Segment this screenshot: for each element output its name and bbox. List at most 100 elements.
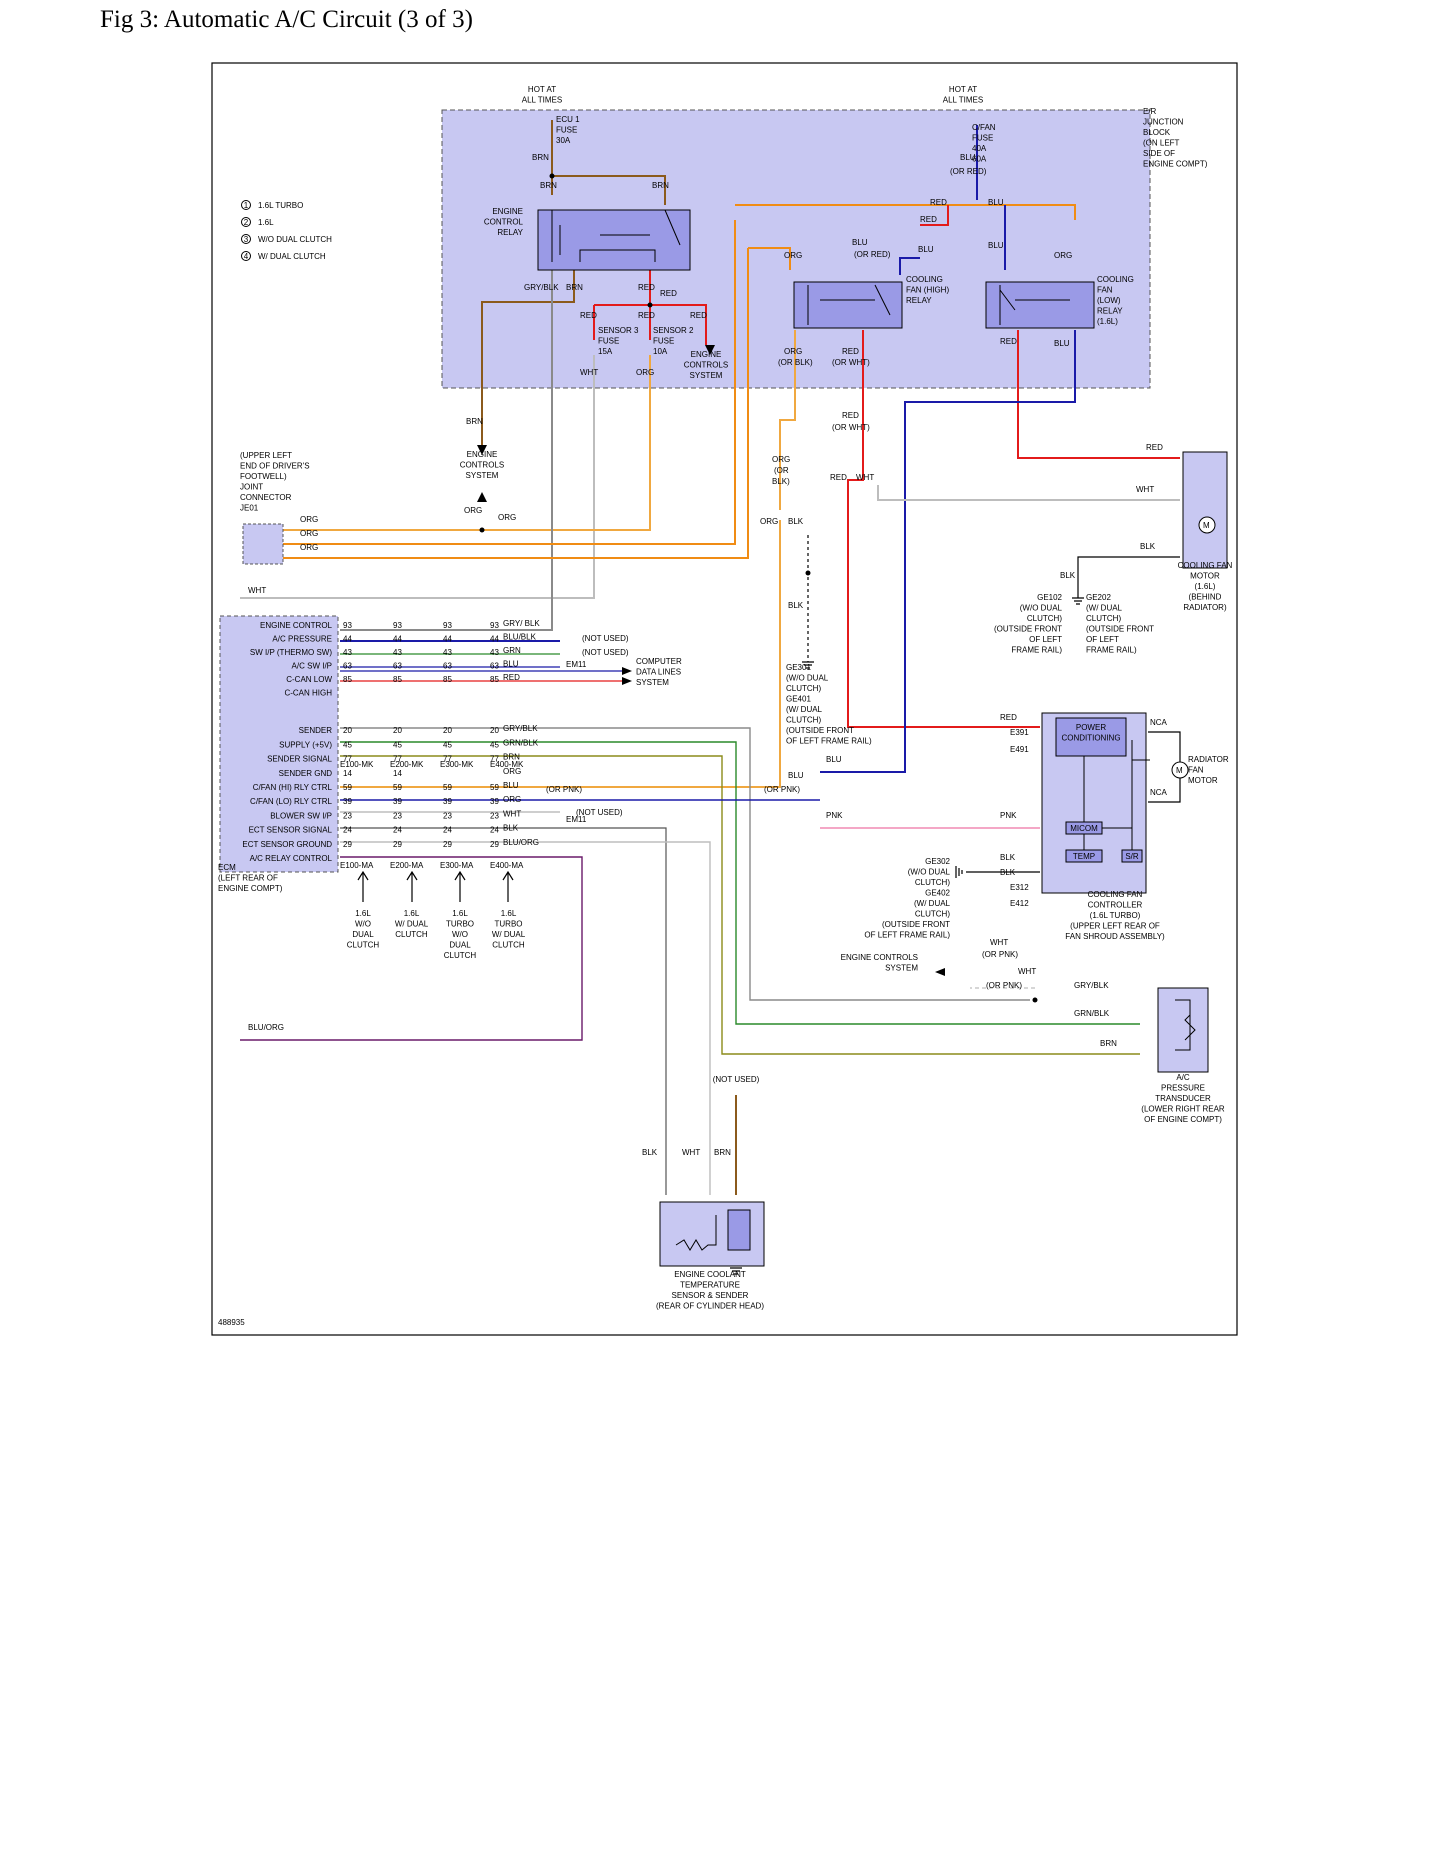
ecm-pin-number: 23 bbox=[490, 811, 499, 820]
wire-color-label: (OR PNK) bbox=[764, 785, 800, 794]
legend-number: 3 bbox=[244, 235, 249, 244]
wire-color-label: (OR bbox=[774, 466, 789, 475]
wire-color-label: RED bbox=[1000, 337, 1017, 346]
ect-sensor-label: (REAR OF CYLINDER HEAD) bbox=[656, 1302, 764, 1311]
ground-ge301-label: CLUTCH) bbox=[786, 716, 821, 725]
radiator-fan-motor-label: FAN bbox=[1188, 766, 1204, 775]
radiator-fan-motor-label: MOTOR bbox=[1188, 776, 1218, 785]
wire-color-label: WHT bbox=[1018, 967, 1036, 976]
ecm-variant-label: W/O bbox=[355, 920, 371, 929]
ecm-wire-color: BLU/ORG bbox=[503, 838, 539, 847]
wire-color-label: RED bbox=[638, 311, 655, 320]
ecm-pin-number: 39 bbox=[343, 797, 352, 806]
cooling-fan-high-relay-label: RELAY bbox=[906, 296, 932, 305]
ground-ge202-label: OF LEFT bbox=[1086, 635, 1119, 644]
legend-number-circle bbox=[241, 251, 251, 261]
computer-data-lines-label: COMPUTER bbox=[636, 657, 682, 666]
em11-label: EM11 bbox=[566, 660, 587, 669]
ecm-pin-number: 23 bbox=[443, 811, 452, 820]
hot-at-all-times-label: ALL TIMES bbox=[943, 96, 983, 105]
ecm-pin-number: 85 bbox=[443, 675, 452, 684]
wire-org-high-relay bbox=[278, 220, 736, 545]
ground-ge302-label: (W/O DUAL bbox=[908, 868, 951, 877]
wire-brn-to-ecs bbox=[481, 270, 575, 445]
wire-color-label: ORG bbox=[464, 506, 482, 515]
ecm-pin-number: 29 bbox=[393, 840, 402, 849]
cdl-arrow-1 bbox=[622, 667, 632, 675]
ecm-pin-name: BLOWER SW I/P bbox=[270, 811, 332, 820]
junction-block-label: SIDE OF bbox=[1143, 149, 1175, 158]
radiator-fan-wires bbox=[1148, 731, 1181, 803]
wire-color-label: BRN bbox=[1100, 1039, 1117, 1048]
splice-dots bbox=[479, 173, 1038, 1003]
sensor3-fuse-label: SENSOR 3 bbox=[598, 326, 639, 335]
ecm-label: ECM bbox=[218, 863, 236, 872]
connector-e412: E412 bbox=[1010, 899, 1029, 908]
nca-label: NCA bbox=[1150, 718, 1168, 727]
wire-color-label: RED bbox=[1000, 713, 1017, 722]
ecm-variant-label: TURBO bbox=[446, 920, 474, 929]
ecm-pin-number: 59 bbox=[393, 783, 402, 792]
cooling-fan-low-relay bbox=[985, 281, 1095, 329]
ecm-pin-name: C/FAN (HI) RLY CTRL bbox=[253, 783, 333, 792]
ecm-wire-color: BLK bbox=[503, 824, 519, 833]
ecm-pin-number: 39 bbox=[393, 797, 402, 806]
ecm-variant-label: CLUTCH bbox=[444, 951, 477, 960]
wire-color-label: RED bbox=[842, 411, 859, 420]
engine-controls-system-label: ENGINE CONTROLS bbox=[841, 953, 918, 962]
wire-color-label: PNK bbox=[826, 811, 843, 820]
wire-color-label: BLK bbox=[788, 601, 804, 610]
micom-label: MICOM bbox=[1070, 824, 1098, 833]
sensor3-fuse-label: FUSE bbox=[598, 337, 619, 346]
ecm-variant-label: W/O bbox=[452, 930, 468, 939]
cooling-fan-high-relay-label: FAN (HIGH) bbox=[906, 286, 949, 295]
connector-e312: E312 bbox=[1010, 883, 1029, 892]
wire-color-label: ORG bbox=[1054, 251, 1072, 260]
temp-label: TEMP bbox=[1073, 852, 1095, 861]
wire-color-label: BLU bbox=[852, 238, 868, 247]
ecm-variant-label: CLUTCH bbox=[395, 930, 428, 939]
cooling-fan-controller-label: CONTROLLER bbox=[1088, 901, 1143, 910]
wire-color-label: BRN bbox=[466, 417, 483, 426]
legend-label: 1.6L TURBO bbox=[258, 201, 303, 210]
ecu-fuse-label: 30A bbox=[556, 136, 571, 145]
ground-ge301-symbol bbox=[802, 661, 814, 669]
wire-color-label: BLU bbox=[918, 245, 934, 254]
ground-ge202-label: (W/ DUAL bbox=[1086, 604, 1123, 613]
joint-connector-label: JOINT bbox=[240, 483, 263, 492]
ecm-pin-number: 63 bbox=[393, 662, 402, 671]
ecm-wire-color: RED bbox=[503, 673, 520, 682]
ecm-pin-name: SENDER SIGNAL bbox=[267, 755, 332, 764]
ecm-wire-color: WHT bbox=[503, 809, 521, 818]
ground-ge301-label: OF LEFT FRAME RAIL) bbox=[786, 737, 872, 746]
ecm-pin-number: 45 bbox=[343, 740, 352, 749]
hot-at-all-times-label: HOT AT bbox=[528, 85, 556, 94]
wire-color-label: (OR RED) bbox=[854, 250, 891, 259]
ecr-internals bbox=[551, 209, 681, 262]
wire-bluorg-29 bbox=[240, 856, 583, 1041]
ecm-pin-number: 63 bbox=[490, 662, 499, 671]
legend-number: 4 bbox=[244, 252, 249, 261]
ecm-pin-number: 29 bbox=[443, 840, 452, 849]
ecm-pin-name: SUPPLY (+5V) bbox=[279, 740, 332, 749]
cfan-fuse-label: 40A bbox=[972, 144, 987, 153]
wire-grn-sender bbox=[340, 741, 1140, 1025]
ecm-box bbox=[219, 615, 339, 873]
joint-connector-label: FOOTWELL) bbox=[240, 472, 287, 481]
em11-label: EM11 bbox=[566, 815, 587, 824]
cooling-fan-low-relay-label: RELAY bbox=[1097, 307, 1123, 316]
ecs-arrow-1 bbox=[477, 445, 487, 455]
wire-color-label: BRN bbox=[532, 153, 549, 162]
engine-control-relay-label: RELAY bbox=[497, 228, 523, 237]
cooling-fan-low-relay-label: (1.6L) bbox=[1097, 317, 1118, 326]
wire-org-hirelay-down bbox=[779, 330, 796, 510]
ecm-pin-number: 85 bbox=[490, 675, 499, 684]
ground-ge202-label: GE202 bbox=[1086, 593, 1111, 602]
cooling-fan-motor bbox=[1182, 451, 1228, 569]
ecm-pin-number: 45 bbox=[490, 740, 499, 749]
engine-controls-system-label: CONTROLS bbox=[460, 461, 504, 470]
sensor2-fuse-label: 10A bbox=[653, 347, 668, 356]
wire-red-hi-relay-down bbox=[847, 330, 1040, 728]
ecm-wire-color: BLU bbox=[503, 781, 519, 790]
cooling-fan-motor-label: (BEHIND bbox=[1189, 593, 1222, 602]
